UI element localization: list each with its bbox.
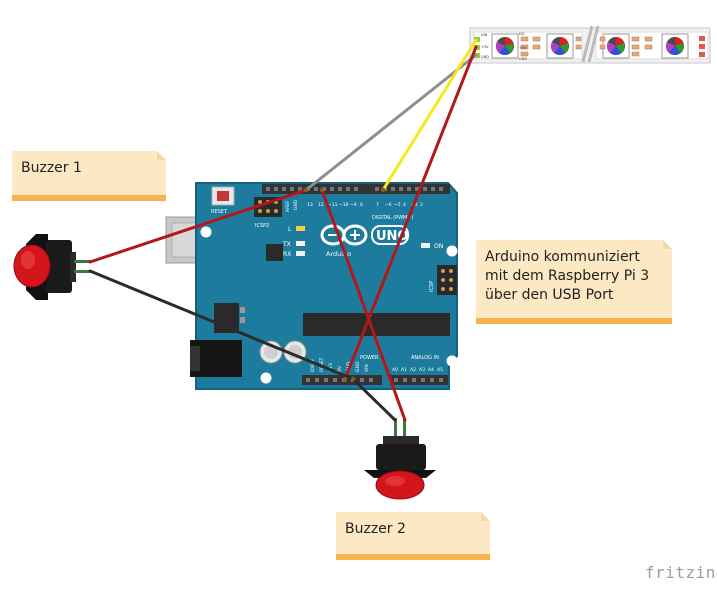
strip-pin-label: +5V [519, 46, 527, 50]
fritzing-watermark: fritzing [645, 563, 717, 582]
mounting-hole [446, 245, 458, 257]
strip-pin-label: +5V [481, 45, 489, 49]
digital-label: DIGITAL (PWM~) [372, 215, 414, 221]
strip-pin-label: DIN [481, 33, 488, 37]
led-l [296, 226, 305, 231]
wire-red-power [343, 45, 478, 381]
usb-chip [266, 244, 283, 261]
power-pin-label: GND [355, 361, 361, 372]
power-pin-label: VIN [364, 364, 370, 372]
led-l-label: L [288, 226, 292, 233]
led-tx-label: TX [282, 241, 291, 248]
pin-label: ~6 [385, 202, 392, 208]
strip-pin-label: GND [481, 55, 489, 59]
pin-label: 4 [403, 202, 406, 208]
strip-pin-label: DO [519, 32, 525, 36]
led-pixel [491, 33, 519, 59]
power-label: POWER [360, 355, 379, 361]
power-pin-label: 5V [337, 365, 343, 372]
pin-label: 12 [318, 202, 324, 208]
pin-label-aref: AREF [285, 200, 291, 212]
led-tx [296, 241, 305, 246]
note-arduino-line-1: Arduino kommuniziert [485, 249, 640, 265]
wire-yellow [381, 38, 478, 192]
pin-label: 13 [307, 202, 313, 208]
wire-black-buzzer-1 [88, 269, 355, 381]
mounting-hole [446, 355, 458, 367]
icsp-header [437, 265, 457, 295]
led-on [421, 243, 430, 248]
icsp-label: ICSP [429, 281, 435, 292]
led-pixel [661, 33, 689, 59]
wire-red-buzzer-2 [320, 188, 407, 422]
pin-label: 7 [376, 202, 379, 208]
wire-red-buzzer-1 [88, 188, 308, 264]
mounting-hole [200, 226, 212, 238]
analog-pin-label: A0 [392, 367, 398, 373]
wire-gray [304, 53, 478, 192]
pin-label: ~5 [394, 202, 401, 208]
wires [88, 38, 478, 422]
analog-label: ANALOG IN [411, 355, 439, 361]
analog-pin-label: A5 [437, 367, 443, 373]
pin-label-gnd: GND [293, 199, 299, 210]
wire-endpoints [303, 187, 386, 382]
wire-black-buzzer-2 [351, 377, 397, 422]
atmega-chip [303, 313, 450, 336]
power-pin-label: IOREF [310, 358, 316, 372]
buzzer-2-button [364, 418, 436, 500]
analog-header [390, 375, 448, 385]
note-buzzer-1: Buzzer 1 [12, 151, 166, 201]
pin-label: ~9 [350, 202, 357, 208]
note-buzzer-1-text: Buzzer 1 [21, 160, 82, 176]
strip-end-pads [699, 36, 705, 57]
led-on-label: ON [434, 243, 443, 250]
led-rx [296, 251, 305, 256]
note-buzzer-2-text: Buzzer 2 [345, 521, 406, 537]
note-arduino-line-3: über den USB Port [485, 287, 614, 303]
reset-label: RESET [211, 209, 228, 215]
pin-label: 2 [420, 202, 423, 208]
pin-label: 8 [360, 202, 363, 208]
note-arduino-usb: Arduino kommuniziert mit dem Raspberry P… [476, 240, 672, 324]
pin-label: ~11 [328, 202, 338, 208]
analog-pin-label: A4 [428, 367, 434, 373]
led-pixel [546, 33, 574, 59]
buzzer-1-button [13, 234, 92, 300]
note-arduino-line-2: mit dem Raspberry Pi 3 [485, 268, 650, 284]
led-rx-label: RX [283, 251, 291, 258]
mounting-hole [260, 372, 272, 384]
icsp2-label: ICSP2 [255, 223, 269, 229]
arduino-uno-board: RESET ICSP2 AREF GND 13 12 ~11 ~10 [165, 182, 458, 390]
strip-pin-label: GND [519, 57, 527, 61]
strip-pads [520, 36, 653, 57]
analog-pin-label: A2 [410, 367, 416, 373]
led-strip: DIN +5V GND DO +5V GND [469, 25, 711, 64]
note-buzzer-2: Buzzer 2 [336, 512, 490, 560]
pin-label: ~10 [339, 202, 349, 208]
led-pixel [602, 33, 630, 59]
analog-pin-label: A3 [419, 367, 425, 373]
power-pin-label: 3V3 [328, 363, 334, 372]
arduino-brand-label: Arduino [326, 250, 351, 258]
analog-pin-label: A1 [401, 367, 407, 373]
